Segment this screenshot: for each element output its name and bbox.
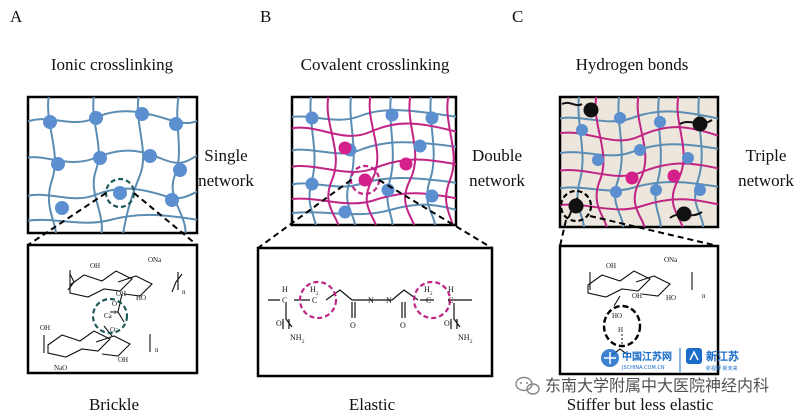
svg-text:OH: OH: [118, 356, 128, 364]
svg-text:C: C: [282, 296, 287, 305]
panel-b: B Covalent crosslinking: [256, 7, 525, 414]
svg-text:OH: OH: [40, 324, 50, 332]
panel-b-side-1: Double: [472, 146, 522, 165]
xinjiangsu-logo: 新江苏 新视野 新未来: [686, 348, 739, 372]
svg-text:n: n: [155, 346, 159, 354]
panel-b-title: Covalent crosslinking: [301, 55, 450, 74]
panel-c-caption: Stiffer but less elastic: [567, 395, 714, 414]
alginate-structure-a: [43, 270, 183, 358]
svg-text:Ca: Ca: [104, 312, 113, 320]
svg-text:C: C: [448, 296, 453, 305]
panel-c-title: Hydrogen bonds: [576, 55, 689, 74]
svg-text:2: 2: [470, 340, 473, 345]
panel-c-letter: C: [512, 7, 523, 26]
panel-b-caption: Elastic: [349, 395, 396, 414]
svg-text:OH: OH: [90, 262, 100, 270]
svg-text:C: C: [312, 296, 317, 305]
svg-text:NaO: NaO: [54, 364, 67, 372]
svg-text:n: n: [182, 288, 186, 296]
chem-labels-b: H C H 2 C N N H 2 C H C O NH 2 O O O NH …: [276, 285, 473, 345]
svg-text:O: O: [350, 321, 356, 330]
structure-a-box: OH ONa OH HO O⁻ Ca 2+ O⁻ OH NaO OH n n: [26, 243, 199, 375]
network-a-nodes: [43, 107, 187, 215]
xinjiangsu-text: 新江苏: [706, 349, 739, 363]
structure-b-box: H C H 2 C N N H 2 C H C O NH 2 O O O NH …: [256, 246, 494, 378]
zoom-lines-a: [27, 192, 198, 246]
svg-text:OH: OH: [632, 292, 642, 300]
svg-text:C: C: [426, 296, 431, 305]
wechat-icon: [515, 376, 540, 395]
svg-text:OH: OH: [116, 290, 126, 298]
network-c-blue-fibers: [560, 97, 718, 227]
network-b-magenta-fibers: [292, 97, 456, 225]
svg-text:ONa: ONa: [148, 256, 162, 264]
svg-text:NH: NH: [458, 333, 470, 342]
svg-text:2: 2: [302, 340, 305, 345]
svg-text:2: 2: [316, 292, 319, 297]
network-b-magenta-nodes: [338, 141, 413, 187]
svg-text:O⁻: O⁻: [112, 300, 121, 308]
svg-text:n: n: [702, 292, 706, 300]
ca-ion-circle: [91, 297, 129, 335]
panel-c-side-2: network: [738, 171, 794, 190]
panel-c-side-1: Triple: [746, 146, 787, 165]
zoom-lines-b: [257, 179, 493, 249]
svg-text:NH: NH: [290, 333, 302, 342]
zoom-lines-c: [559, 215, 719, 247]
network-c-black-nodes: [561, 101, 713, 222]
panel-a-caption: Brickle: [89, 395, 139, 414]
svg-text:H: H: [618, 326, 623, 334]
panel-b-side-2: network: [469, 171, 525, 190]
ch2-circle-left: [298, 280, 338, 320]
svg-text:HO: HO: [612, 312, 622, 320]
svg-text:O: O: [276, 319, 282, 328]
panel-a-side-1: Single: [204, 146, 247, 165]
svg-text:H: H: [282, 285, 288, 294]
svg-text:O: O: [444, 319, 450, 328]
panel-a-title: Ionic crosslinking: [51, 55, 174, 74]
jschina-logo-sub: JSCHINA.COM.CN: [621, 365, 665, 371]
panel-c: C Hydrogen bonds: [512, 7, 794, 414]
chem-labels-a: OH ONa OH HO O⁻ Ca 2+ O⁻ OH NaO OH n n: [40, 256, 186, 372]
jschina-logo: 中国江苏网 JSCHINA.COM.CN: [601, 349, 672, 371]
network-c-blue-nodes: [576, 112, 706, 198]
network-b-blue-nodes: [305, 108, 439, 219]
network-b-box: [290, 95, 458, 227]
network-c-box: [558, 95, 720, 229]
jschina-logo-text: 中国江苏网: [622, 350, 672, 363]
svg-text:O⁻: O⁻: [110, 326, 119, 334]
crosslinker-structure-b: [268, 289, 472, 329]
svg-text:2: 2: [430, 292, 433, 297]
svg-text:HO: HO: [136, 294, 146, 302]
svg-text:2+: 2+: [114, 311, 120, 316]
svg-text:O: O: [400, 321, 406, 330]
svg-text:H: H: [424, 285, 430, 294]
xinjiangsu-sub: 新视野 新未来: [706, 365, 738, 372]
chem-labels-c: OH ONa OH HO HO H n: [606, 256, 706, 334]
hbond-circle: [602, 304, 642, 348]
svg-text:N: N: [368, 296, 374, 305]
svg-text:HO: HO: [666, 294, 676, 302]
panel-b-letter: B: [260, 7, 271, 26]
network-a-box: [26, 95, 199, 235]
panel-a: A Ionic crosslinking: [10, 7, 254, 414]
svg-text:OH: OH: [606, 262, 616, 270]
panel-a-letter: A: [10, 7, 23, 26]
highlight-circle-c: [559, 189, 593, 223]
svg-text:ONa: ONa: [664, 256, 678, 264]
svg-text:N: N: [386, 296, 392, 305]
panel-a-side-2: network: [198, 171, 254, 190]
network-c-magenta-nodes: [625, 169, 681, 185]
watermark: 中国江苏网 JSCHINA.COM.CN 新江苏 新视野 新未来 东南大学附属中…: [515, 348, 769, 395]
svg-text:H: H: [310, 285, 316, 294]
svg-text:H: H: [448, 285, 454, 294]
ch2-circle-right: [412, 280, 452, 320]
watermark-source: 东南大学附属中大医院神经内科: [545, 376, 769, 395]
